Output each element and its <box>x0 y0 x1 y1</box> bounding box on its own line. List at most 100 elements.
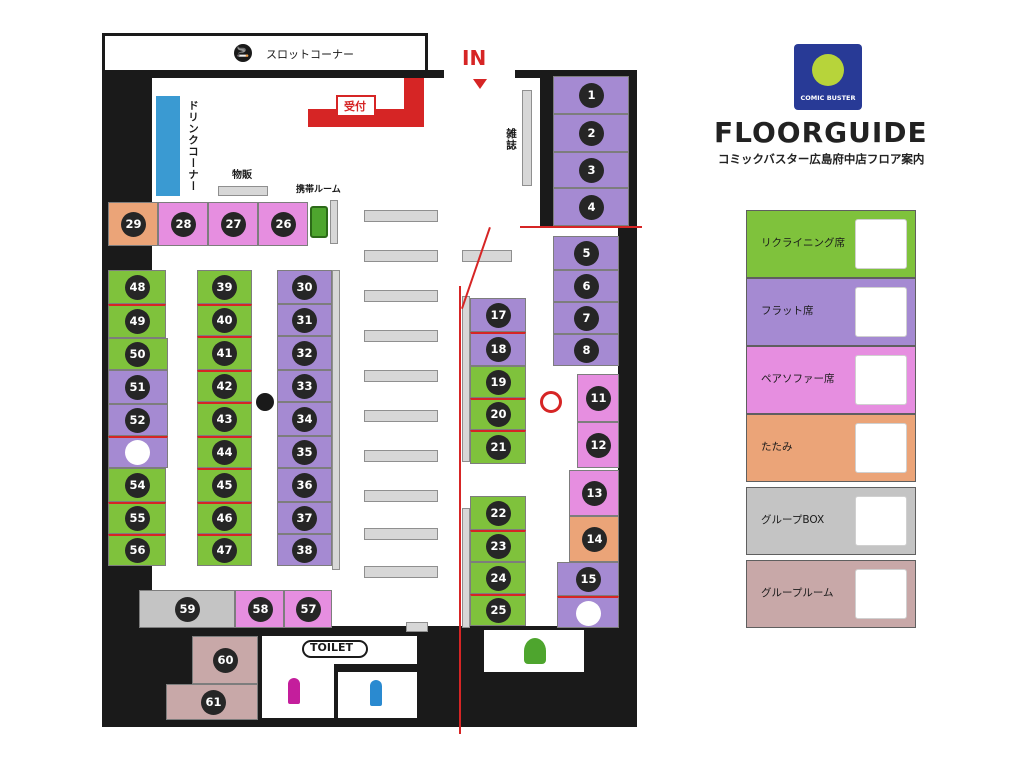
reception-counter-side <box>404 78 424 127</box>
seat-empty-marker <box>125 440 150 465</box>
seat[interactable]: 22 <box>470 496 526 530</box>
seat-number: 42 <box>212 374 237 399</box>
side-shelf <box>332 270 340 570</box>
seat[interactable]: 27 <box>208 202 258 246</box>
seat-number: 8 <box>574 338 599 363</box>
seat[interactable]: 39 <box>197 270 252 304</box>
seat[interactable]: 29 <box>108 202 158 246</box>
seat[interactable]: 17 <box>470 298 526 332</box>
seat[interactable]: 40 <box>197 304 252 336</box>
seat-number: 12 <box>586 433 611 458</box>
seat[interactable]: 12 <box>577 422 619 468</box>
legend-label: フラット席 <box>761 305 814 317</box>
center-shelf <box>364 370 438 382</box>
seat[interactable]: 28 <box>158 202 208 246</box>
legend-row-group-room: グループルーム <box>746 560 916 628</box>
seat[interactable]: 50 <box>108 338 168 370</box>
seat[interactable]: 26 <box>258 202 308 246</box>
seat[interactable]: 46 <box>197 502 252 534</box>
legend-row-flat: フラット席 <box>746 278 916 346</box>
seat[interactable]: 1 <box>553 76 629 114</box>
seat[interactable]: 47 <box>197 534 252 566</box>
seat[interactable]: 45 <box>197 468 252 502</box>
page-title: FLOORGUIDE <box>714 116 928 149</box>
tatami-icon <box>855 423 907 473</box>
seat[interactable]: 59 <box>139 590 235 628</box>
seat[interactable]: 4 <box>553 188 629 226</box>
comic-buster-logo: COMIC BUSTER <box>794 44 862 110</box>
logo-mascot-icon <box>812 54 844 86</box>
seat[interactable]: 35 <box>277 436 332 468</box>
seat[interactable]: 55 <box>108 502 166 534</box>
seat[interactable]: 38 <box>277 534 332 566</box>
seat[interactable] <box>108 436 168 468</box>
seat-number: 22 <box>486 501 511 526</box>
seat-number: 31 <box>292 308 317 333</box>
seat[interactable]: 32 <box>277 336 332 370</box>
seat[interactable]: 60 <box>192 636 258 684</box>
seat[interactable]: 49 <box>108 304 166 338</box>
seat[interactable]: 33 <box>277 370 332 402</box>
group-photo-icon <box>855 496 907 546</box>
seat-number: 44 <box>212 440 237 465</box>
seat[interactable]: 36 <box>277 468 332 502</box>
seat[interactable]: 21 <box>470 430 526 464</box>
seat-number: 56 <box>125 538 150 563</box>
seat[interactable]: 2 <box>553 114 629 152</box>
slot-corner[interactable] <box>102 33 428 73</box>
center-shelf <box>364 566 438 578</box>
seat[interactable]: 58 <box>235 590 284 628</box>
seat[interactable]: 24 <box>470 562 526 594</box>
seat[interactable]: 37 <box>277 502 332 534</box>
seat-number: 33 <box>292 374 317 399</box>
seat[interactable]: 18 <box>470 332 526 366</box>
legend-row-tatami: たたみ <box>746 414 916 482</box>
seat[interactable]: 13 <box>569 470 619 516</box>
seat[interactable]: 51 <box>108 370 168 404</box>
seat[interactable]: 52 <box>108 404 168 436</box>
seat[interactable]: 56 <box>108 534 166 566</box>
goods-shelf <box>218 186 268 196</box>
seat[interactable]: 43 <box>197 402 252 436</box>
seat[interactable]: 19 <box>470 366 526 398</box>
seat[interactable]: 14 <box>569 516 619 562</box>
center-shelf <box>364 210 438 222</box>
seat[interactable]: 42 <box>197 370 252 402</box>
center-shelf <box>364 450 438 462</box>
seat[interactable]: 11 <box>577 374 619 422</box>
seat[interactable]: 20 <box>470 398 526 430</box>
seat[interactable]: 23 <box>470 530 526 562</box>
top-wall-left <box>152 70 444 77</box>
seat-number: 47 <box>212 538 237 563</box>
seat[interactable]: 31 <box>277 304 332 336</box>
seat[interactable]: 5 <box>553 236 619 270</box>
seat-number: 4 <box>579 195 604 220</box>
seat[interactable] <box>557 596 619 628</box>
seat[interactable]: 48 <box>108 270 166 304</box>
seat[interactable]: 41 <box>197 336 252 370</box>
seat[interactable]: 6 <box>553 270 619 302</box>
seat-number: 51 <box>125 375 150 400</box>
seat[interactable]: 8 <box>553 334 619 366</box>
phone-room-label: 携帯ルーム <box>296 185 341 195</box>
seat-number: 59 <box>175 597 200 622</box>
seat[interactable]: 30 <box>277 270 332 304</box>
seat[interactable]: 61 <box>166 684 258 720</box>
seat-number: 35 <box>292 440 317 465</box>
toilet-wall <box>338 664 418 672</box>
phone-icon <box>310 206 328 238</box>
seat-number: 18 <box>486 337 511 362</box>
seat[interactable]: 57 <box>284 590 332 628</box>
center-shelf <box>364 410 438 422</box>
seat-number: 50 <box>125 342 150 367</box>
seat-number: 19 <box>486 370 511 395</box>
seat[interactable]: 44 <box>197 436 252 468</box>
seat[interactable]: 25 <box>470 594 526 626</box>
seat-number: 49 <box>125 309 150 334</box>
center-shelf <box>364 490 438 502</box>
seat[interactable]: 7 <box>553 302 619 334</box>
seat[interactable]: 15 <box>557 562 619 596</box>
seat[interactable]: 54 <box>108 468 166 502</box>
seat[interactable]: 34 <box>277 402 332 436</box>
seat[interactable]: 3 <box>553 152 629 188</box>
